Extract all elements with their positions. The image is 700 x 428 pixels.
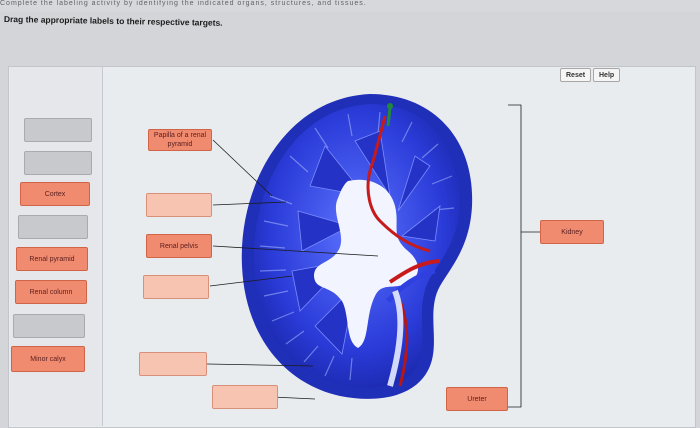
target-papilla[interactable]: Papilla of a renal pyramid	[148, 129, 212, 151]
reset-button[interactable]: Reset	[560, 68, 592, 82]
renal-vein	[386, 268, 436, 303]
target-ureter[interactable]: Ureter	[446, 387, 508, 411]
label-renal-column[interactable]: Renal column	[15, 280, 87, 304]
label-cortex[interactable]: Cortex	[20, 182, 90, 206]
label-renal-pyramid[interactable]: Renal pyramid	[16, 247, 88, 271]
label-minor-calyx[interactable]: Minor calyx	[11, 346, 85, 372]
target-kidney[interactable]: Kidney	[540, 220, 604, 244]
top-strip: Complete the labeling activity by identi…	[0, 0, 700, 12]
green-marker	[386, 107, 392, 127]
label-bank-slot-7[interactable]	[13, 314, 85, 338]
ureter-vessel	[398, 300, 409, 387]
renal-pelvis-area	[314, 179, 419, 348]
label-bank-slot-2[interactable]	[24, 151, 92, 175]
kidney-illustration	[230, 86, 480, 411]
label-bank-slot-4[interactable]	[18, 215, 88, 239]
instructions: Drag the appropriate labels to their res…	[3, 14, 223, 28]
green-marker-dot	[387, 103, 393, 109]
label-bank-slot-1[interactable]	[24, 118, 92, 142]
ureter	[387, 289, 404, 387]
target-empty-4[interactable]	[212, 385, 278, 409]
help-button[interactable]: Help	[593, 68, 621, 82]
instructions-cutoff: Complete the labeling activity by identi…	[0, 0, 367, 7]
artery-branch	[388, 259, 441, 284]
target-empty-3[interactable]	[139, 352, 207, 376]
renal-artery	[366, 115, 431, 253]
target-empty-2[interactable]	[143, 275, 209, 299]
target-empty-1[interactable]	[146, 193, 212, 217]
kidney-svg	[241, 94, 473, 399]
target-renal-pelvis[interactable]: Renal pelvis	[146, 234, 212, 258]
